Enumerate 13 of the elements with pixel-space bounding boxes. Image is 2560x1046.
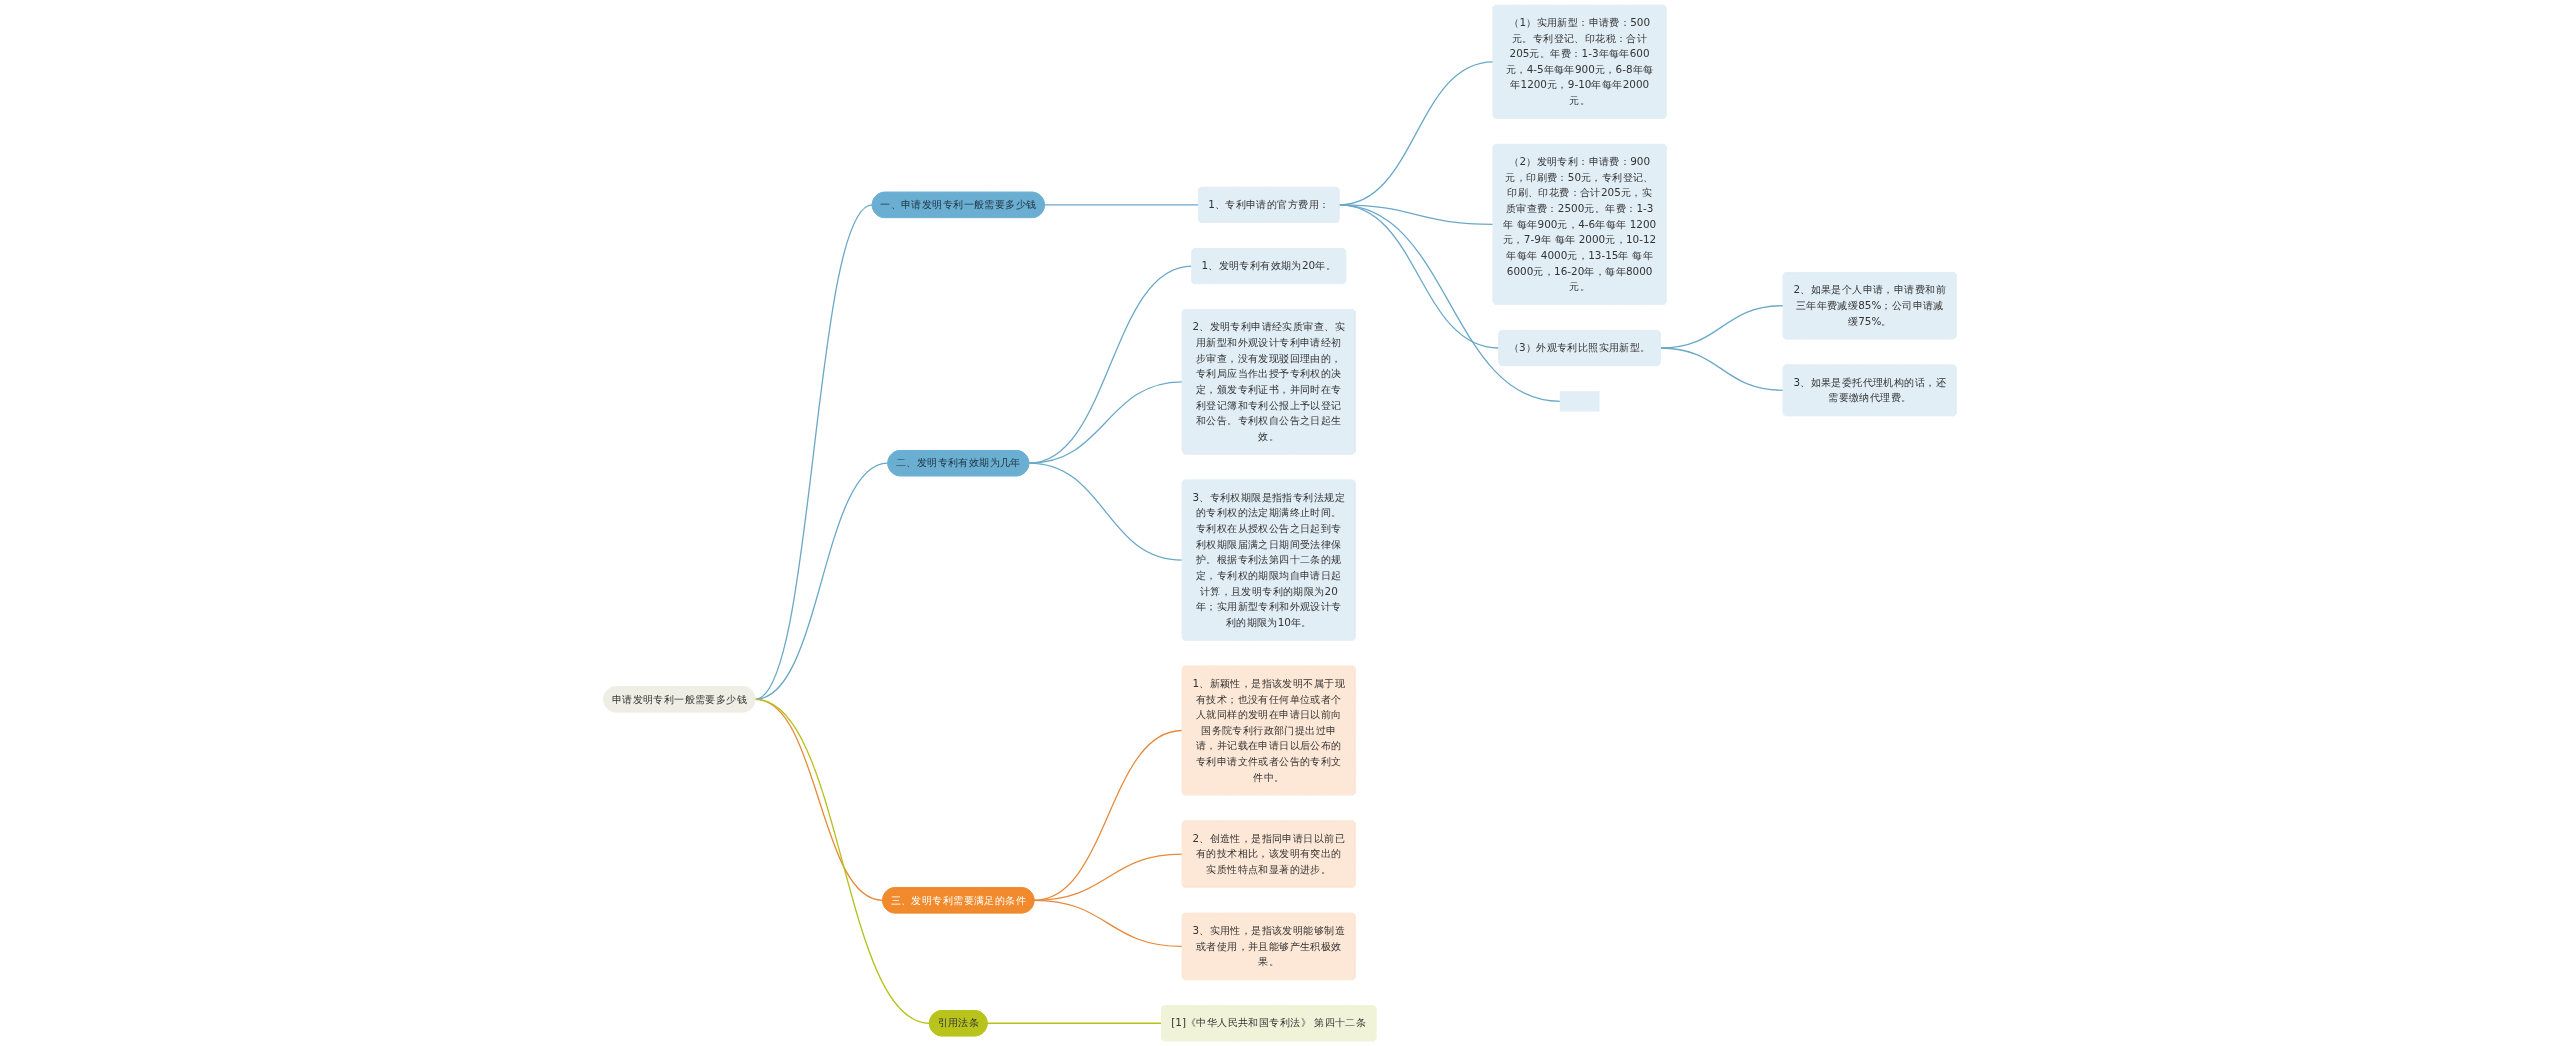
connector — [1659, 347, 1784, 391]
connector — [1028, 265, 1193, 464]
connector — [754, 204, 873, 700]
connector — [1028, 462, 1183, 561]
connector — [1338, 204, 1561, 402]
connector — [754, 462, 889, 700]
connector — [1028, 381, 1183, 464]
connector — [1033, 729, 1183, 901]
connector — [1043, 204, 1200, 206]
connector — [754, 698, 931, 1024]
connector — [986, 1022, 1163, 1024]
node-box — [1559, 391, 1600, 412]
connector — [1033, 899, 1183, 948]
